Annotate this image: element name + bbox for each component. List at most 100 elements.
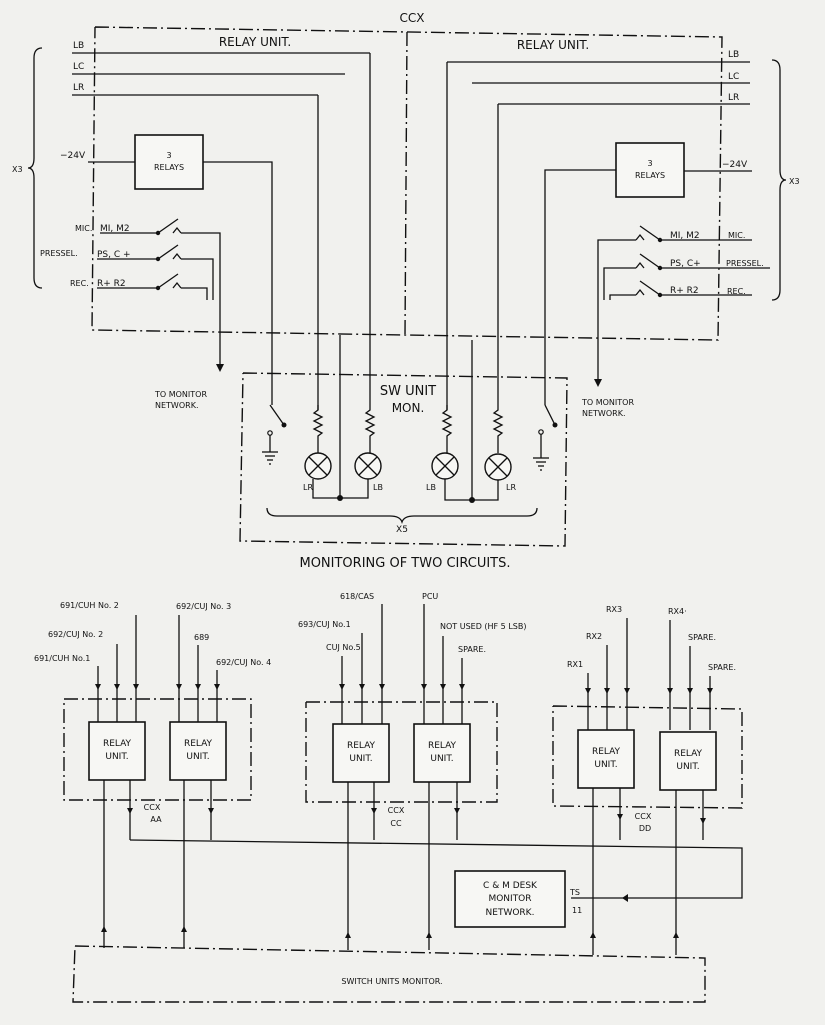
dd-frame: [552, 705, 743, 809]
sw-left-pivot: [281, 422, 287, 428]
sw-unit-frame: [239, 372, 568, 547]
sw-unit-title-2: MON.: [392, 401, 425, 415]
right-pressel-contact: [635, 261, 645, 269]
lamp-icon: [431, 450, 459, 480]
aa-relay-unit-2: [169, 721, 227, 781]
cc-relay-2-label-2: UNIT.: [430, 754, 453, 764]
right-pressel-label: PRESSEL.: [726, 259, 764, 268]
arrow-down-icon: [371, 808, 460, 814]
arrow-up-icon: [590, 932, 679, 938]
cm-desk-label-1: C & M DESK: [483, 881, 538, 891]
lamp-label-lb-left: LB: [373, 483, 383, 492]
aa-relay-1-label-1: RELAY: [103, 739, 132, 749]
left-line-label-lr: LR: [73, 83, 84, 93]
right-relays-box: [615, 142, 685, 198]
left-line-label-lc: LC: [73, 62, 84, 72]
cm-desk-label-2: MONITOR: [488, 894, 531, 904]
aa-frame: [63, 698, 252, 801]
left-line-label-lb: LB: [73, 41, 84, 51]
bus-arrow-left-icon: [622, 894, 628, 902]
dd-relay-unit-1: [577, 729, 635, 789]
aa-relay-2-label-2: UNIT.: [186, 752, 209, 762]
ccx-frame-divider: [404, 31, 408, 336]
sw-left-arm: [269, 404, 285, 426]
cc-input-label-3: 618/CAS: [340, 592, 374, 601]
cc-frame: [305, 701, 498, 803]
right-monitor-label-1: TO MONITOR: [581, 398, 634, 407]
aa-relay-unit-1: [88, 721, 146, 781]
left-rec-label: REC.: [70, 279, 89, 288]
lamp-icon: [354, 450, 382, 480]
left-mic-label: MIC.: [75, 224, 92, 233]
left-monitor-label-1: TO MONITOR: [154, 390, 207, 399]
ts-label-2: 11: [572, 906, 582, 915]
right-relays-label: RELAYS: [635, 171, 665, 180]
bottom-ccx-diagram: 691/CUH No.1 692/CUJ No. 2 691/CUH No. 2…: [34, 592, 743, 1003]
aa-input-label-4: 692/CUJ No. 3: [176, 602, 231, 611]
left-rec-contact: [172, 281, 182, 289]
right-monitor-arrow: [594, 379, 602, 387]
aa-input-label-1: 691/CUH No.1: [34, 654, 90, 663]
cc-ccx-label-2: CC: [390, 819, 402, 828]
left-pressel-contact: [172, 252, 182, 260]
cm-desk-box: [454, 870, 566, 928]
right-relays-count: 3: [647, 159, 652, 168]
top-caption: MONITORING OF TWO CIRCUITS.: [299, 556, 510, 571]
left-relays-box: [134, 134, 204, 190]
dd-ccx-label-1: CCX: [635, 812, 652, 821]
dd-input-label-5: SPARE.: [688, 633, 716, 642]
monitor-bus: [129, 839, 743, 899]
cc-relay-unit-1: [332, 723, 390, 783]
right-voltage-label: −24V: [722, 160, 748, 170]
left-mic-contact: [172, 226, 182, 234]
dd-ccx-label-2: DD: [639, 824, 651, 833]
cc-relay-2-label-1: RELAY: [428, 741, 457, 751]
lamp-label-lb-right: LB: [426, 483, 436, 492]
left-monitor-arrow: [216, 364, 224, 372]
left-pressel-contacts: PS, C +: [97, 250, 131, 260]
sw-right-arm: [544, 404, 556, 426]
sw-right-pivot: [552, 422, 558, 428]
dd-input-label-6: SPARE.: [708, 663, 736, 672]
cc-relay-1-label-2: UNIT.: [349, 754, 372, 764]
arrow-up-icon: [101, 926, 187, 932]
left-monitor-label-2: NETWORK.: [155, 401, 198, 410]
junction-right: [469, 497, 475, 503]
x5-brace: [266, 507, 538, 525]
left-pressel-label: PRESSEL.: [40, 249, 78, 258]
lamp-label-lr-right: LR: [506, 483, 516, 492]
aa-input-label-3: 691/CUH No. 2: [60, 601, 119, 610]
lamp-icon: [484, 450, 512, 481]
left-rec-switch-arm: [157, 273, 179, 289]
sw-unit-monitor: SW UNIT MON.: [239, 335, 568, 547]
ts-label-1: TS: [569, 888, 580, 897]
aa-ccx-label-1: CCX: [144, 803, 161, 812]
left-pressel-switch-arm: [157, 244, 179, 260]
sw-left-terminal: [267, 430, 273, 436]
earth-icon: [533, 457, 549, 471]
resistor-left-lb: [364, 405, 376, 450]
left-relay-unit: RELAY UNIT. LB LC LR −24V 3 RELAYS X3 MI…: [12, 35, 371, 410]
group-ccx-cc: CUJ No.5 693/CUJ No.1 618/CAS PCU NOT US…: [298, 592, 526, 950]
resistor-right-lr: [492, 405, 504, 450]
aa-input-label-2: 692/CUJ No. 2: [48, 630, 103, 639]
dd-input-label-3: RX3: [606, 605, 622, 614]
dd-input-label-2: RX2: [586, 632, 602, 641]
cc-input-label-2: 693/CUJ No.1: [298, 620, 351, 629]
left-relays-count: 3: [166, 151, 171, 160]
switch-units-monitor-bar: [72, 945, 706, 1003]
left-pressel-out: [181, 258, 214, 300]
resistor-right-lb: [441, 405, 453, 450]
left-rec-out: [181, 287, 208, 300]
right-rec-contact: [635, 288, 645, 296]
resistor-left-lr: [312, 405, 324, 450]
ccx-frame: [91, 26, 723, 341]
right-pressel-out: [603, 267, 636, 300]
right-mic-switch-arm: [639, 225, 661, 241]
cc-relay-1-label-1: RELAY: [347, 741, 376, 751]
right-line-label-lr: LR: [728, 93, 739, 103]
left-mic-contacts: MI, M2: [100, 224, 130, 234]
dd-input-label-4: RX4·: [668, 607, 687, 616]
